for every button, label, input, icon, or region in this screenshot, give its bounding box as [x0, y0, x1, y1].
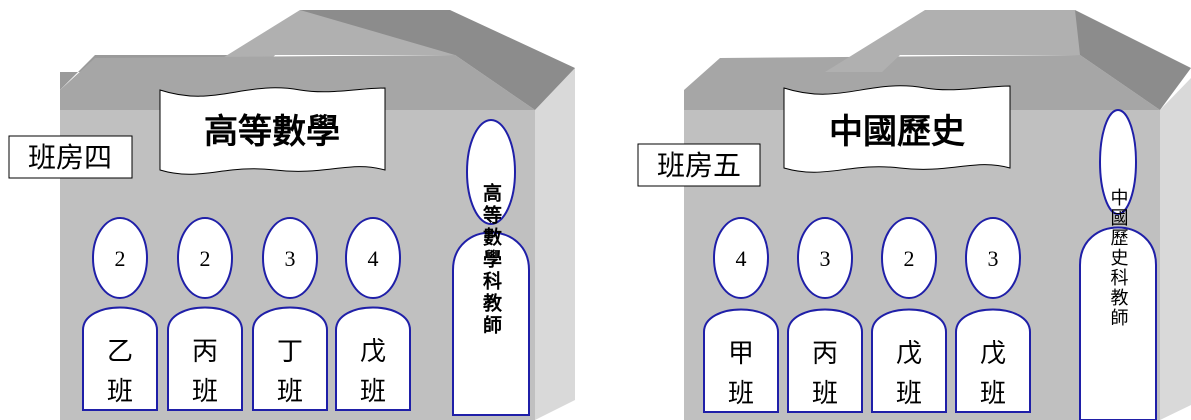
- building-side-wall: [535, 68, 575, 420]
- student-figure: 2 丙 班: [167, 217, 243, 411]
- student-class-name: 丙: [812, 339, 838, 369]
- subject-banner-text: 中國歷史: [829, 112, 965, 152]
- student-class-suffix: 班: [360, 377, 386, 407]
- student-class-name: 戊: [360, 337, 386, 367]
- classroom-5: 班房五 中國歷史 4 甲 班 3 丙 班 2 戊 班 3: [637, 10, 1191, 420]
- student-head: [345, 217, 401, 299]
- student-class-suffix: 班: [728, 379, 754, 409]
- student-body: [703, 308, 779, 413]
- student-count: 2: [904, 246, 915, 271]
- subject-banner-text: 高等數學: [204, 112, 340, 152]
- student-class-suffix: 班: [107, 377, 133, 407]
- student-class-name: 甲: [728, 339, 754, 369]
- student-class-name: 戊: [896, 339, 922, 369]
- student-count: 4: [736, 246, 747, 271]
- teacher-head: [1099, 109, 1137, 215]
- student-figure: 3 丙 班: [787, 217, 863, 413]
- student-class-suffix: 班: [980, 379, 1006, 409]
- room-label: 班房四: [28, 141, 112, 174]
- student-head: [262, 217, 318, 299]
- teacher-body: [1079, 226, 1157, 420]
- teacher-figure: 中國歷史科教師: [1079, 109, 1157, 420]
- building-roof-peak: [925, 10, 1191, 110]
- student-count: 2: [115, 246, 126, 271]
- building-side-wall: [1160, 78, 1191, 420]
- student-head: [965, 217, 1021, 299]
- student-figure: 4 戊 班: [335, 217, 411, 411]
- student-body: [167, 306, 243, 411]
- student-figure: 4 甲 班: [703, 217, 779, 413]
- student-body: [82, 306, 158, 411]
- subject-banner: [783, 85, 1011, 173]
- classroom-4: 班房四 高等數學 2 乙 班 2 丙 班 3 丁 班 4: [8, 10, 575, 420]
- student-class-name: 丁: [277, 337, 303, 367]
- building-roof: [825, 10, 1080, 72]
- student-class-suffix: 班: [896, 379, 922, 409]
- subject-banner: [159, 87, 386, 175]
- student-class-suffix: 班: [812, 379, 838, 409]
- student-body: [871, 308, 947, 413]
- student-body: [787, 308, 863, 413]
- student-class-name: 戊: [980, 339, 1006, 369]
- teacher-label: 高等數學科教師: [480, 182, 503, 337]
- teacher-figure: 高等數學科教師: [452, 119, 530, 416]
- student-class-name: 乙: [107, 337, 133, 367]
- teacher-label: 中國歷史科教師: [1108, 188, 1129, 328]
- student-count: 4: [368, 246, 379, 271]
- teacher-head: [466, 119, 516, 225]
- student-head: [177, 217, 233, 299]
- room-label-box: [8, 135, 133, 179]
- student-class-suffix: 班: [277, 377, 303, 407]
- student-head: [881, 217, 937, 299]
- student-figure: 3 丁 班: [252, 217, 328, 411]
- teacher-body: [452, 231, 530, 416]
- student-figure: 3 戊 班: [955, 217, 1031, 413]
- room-label-box: [637, 143, 761, 187]
- room-label: 班房五: [657, 149, 741, 182]
- student-figure: 2 乙 班: [82, 217, 158, 411]
- student-count: 3: [988, 246, 999, 271]
- student-class-suffix: 班: [192, 377, 218, 407]
- building-roof-peak: [300, 10, 575, 110]
- student-count: 3: [285, 246, 296, 271]
- student-class-name: 丙: [192, 337, 218, 367]
- student-head: [92, 217, 148, 299]
- student-body: [955, 308, 1031, 413]
- student-count: 2: [200, 246, 211, 271]
- student-count: 3: [820, 246, 831, 271]
- student-body: [335, 306, 411, 411]
- student-head: [713, 217, 769, 299]
- student-head: [797, 217, 853, 299]
- student-figure: 2 戊 班: [871, 217, 947, 413]
- student-body: [252, 306, 328, 411]
